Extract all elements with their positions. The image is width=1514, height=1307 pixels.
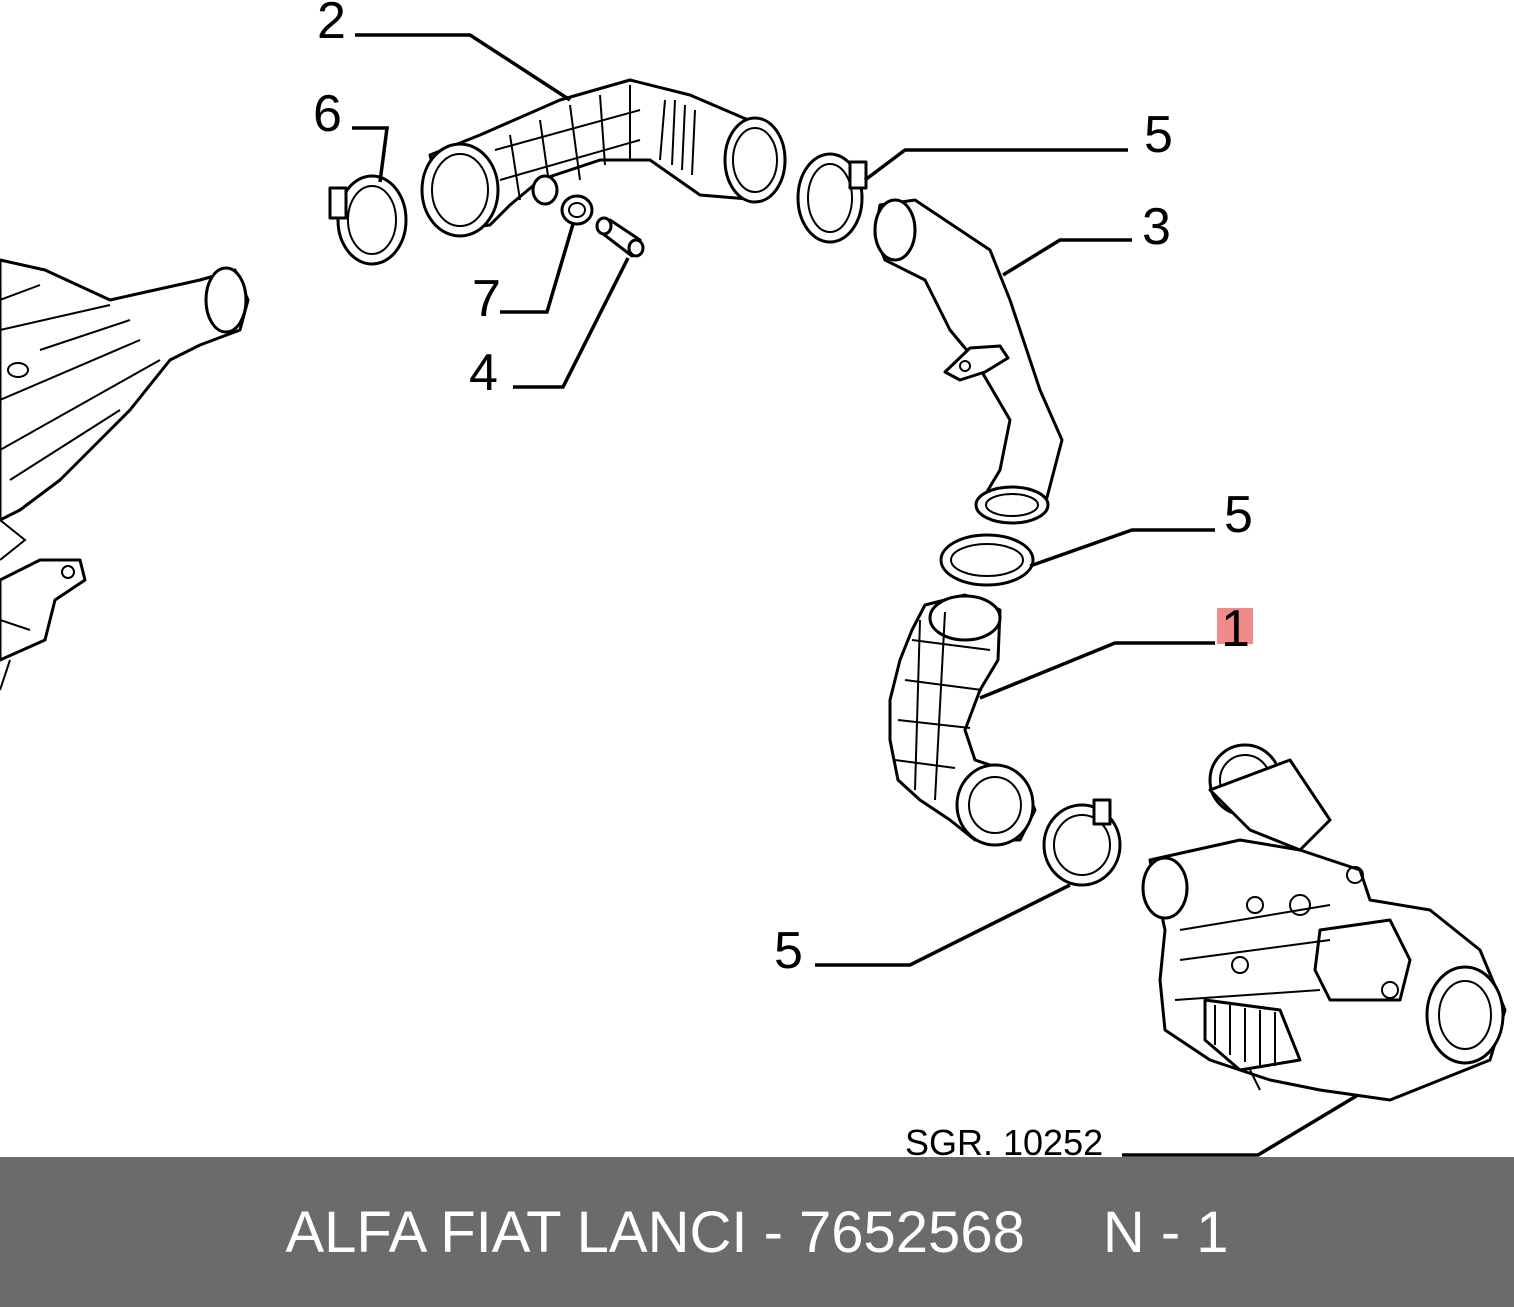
callout-5-upper[interactable]: 5 <box>1144 106 1173 164</box>
leader-lines <box>352 33 1359 1157</box>
part-3-intermediate-hose[interactable] <box>873 198 1064 525</box>
part-4-connector-tube[interactable] <box>595 216 645 258</box>
turbocharger-assembly <box>1141 743 1507 1102</box>
part-7-small-clamp[interactable] <box>560 194 594 226</box>
callout-5-middle[interactable]: 5 <box>1224 486 1253 544</box>
callout-2[interactable]: 2 <box>317 0 346 50</box>
callout-5-lower[interactable]: 5 <box>774 922 803 980</box>
part-5-clamp-lower[interactable] <box>1042 798 1122 887</box>
part-1-lower-air-duct[interactable] <box>888 593 1037 847</box>
part-number-label: ALFA FIAT LANCI - 7652568 <box>285 1199 1025 1265</box>
position-label: N - 1 <box>1102 1199 1229 1265</box>
reference-code: SGR. 10252 <box>905 1122 1103 1157</box>
part-5-clamp-upper[interactable] <box>796 152 868 244</box>
callout-1[interactable]: 1 <box>1221 600 1250 658</box>
callout-3[interactable]: 3 <box>1142 198 1171 256</box>
callout-4[interactable]: 4 <box>469 344 498 402</box>
engine-assembly <box>0 258 250 691</box>
callout-6[interactable]: 6 <box>313 85 342 143</box>
parts-diagram: 2 6 7 4 5 3 5 1 5 SGR. 10252 <box>0 0 1507 1157</box>
part-2-air-duct[interactable] <box>420 78 787 238</box>
highlight-marker <box>1217 608 1253 644</box>
callout-7[interactable]: 7 <box>472 270 501 328</box>
part-6-hose-clamp[interactable] <box>328 174 408 266</box>
part-5-clamp-middle[interactable] <box>939 533 1035 587</box>
footer-bar: ALFA FIAT LANCI - 7652568 N - 1 <box>0 1157 1514 1307</box>
